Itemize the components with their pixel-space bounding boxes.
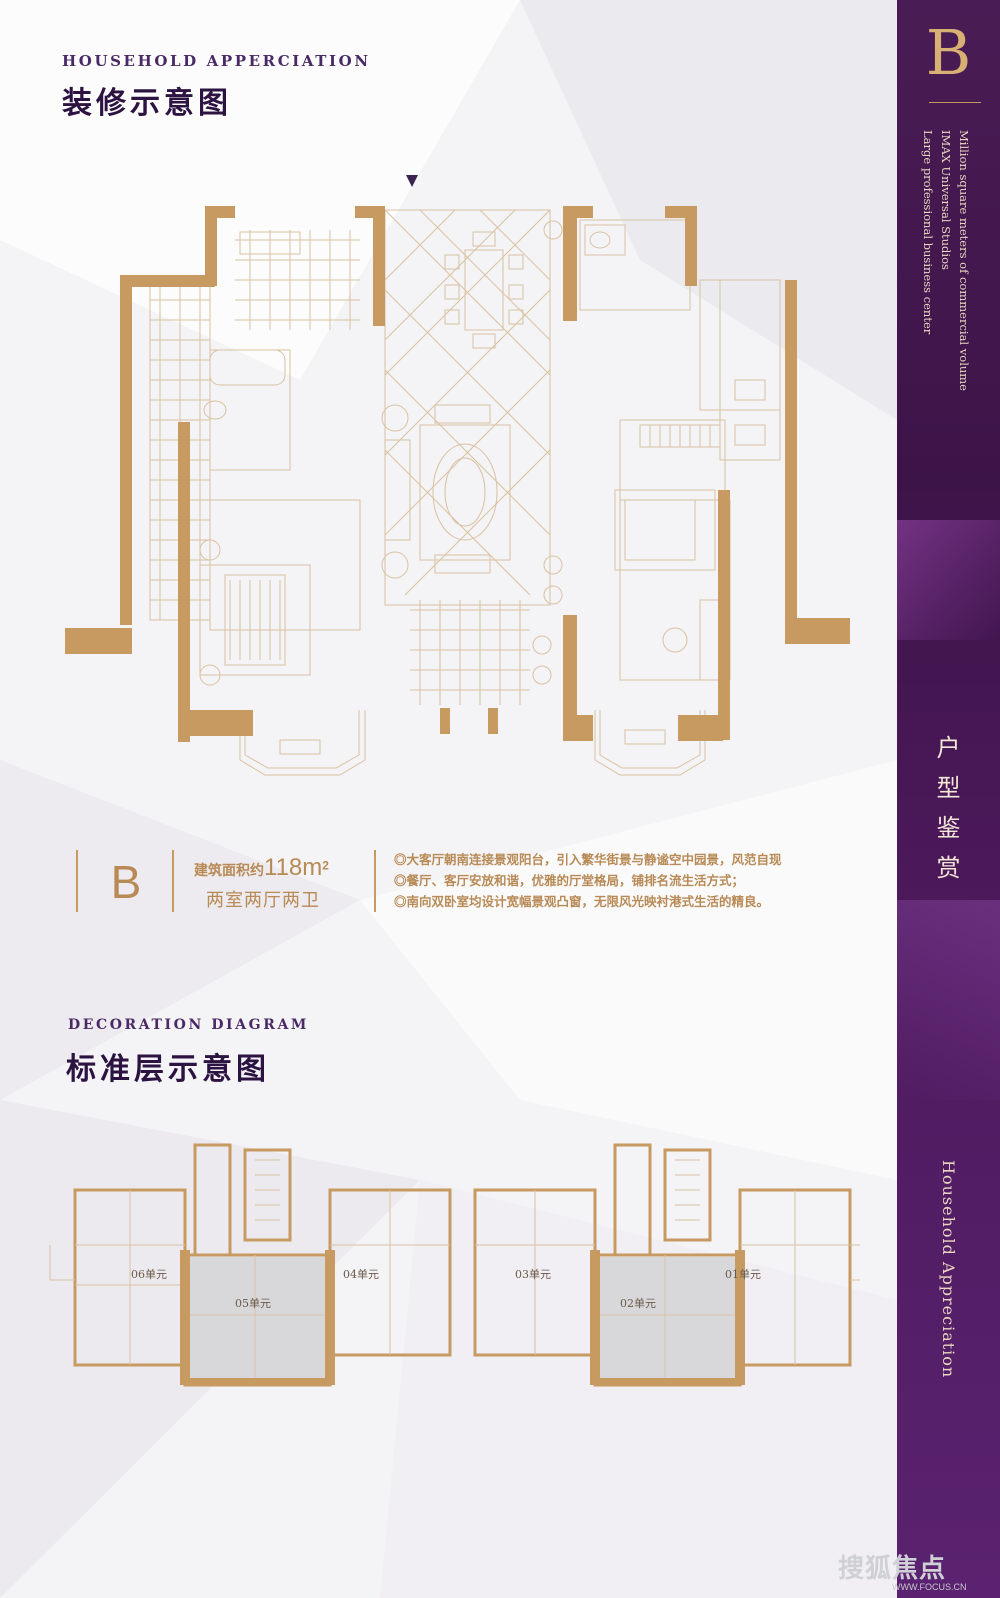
unit-bullets: ◎大客厅朝南连接景观阳台，引入繁华街景与静谧空中园景，风范自现 ◎餐厅、客厅安放… — [394, 850, 782, 913]
divider — [172, 850, 174, 912]
divider — [374, 850, 376, 912]
sidebar-line: IMAX Universal Studios — [939, 130, 953, 270]
sidebar-vertical-text: Million square meters of commercial volu… — [919, 130, 973, 430]
standard-floor-plan: 06单元 05单元 04单元 03单元 02单元 01单元 — [49, 1143, 860, 1387]
sidebar-rule — [929, 102, 981, 103]
unit-area: 建筑面积约118m2 — [194, 854, 329, 882]
sidebar-cn-char: 鉴 — [936, 814, 961, 842]
floor-unit-label: 06单元 — [131, 1268, 167, 1281]
plan-lines — [149, 209, 781, 776]
area-label: 建筑面积约 — [194, 862, 264, 878]
tile-grid — [150, 230, 530, 705]
sidebar-cn-char: 赏 — [936, 854, 961, 882]
area-sup: 2 — [322, 858, 329, 873]
floor-unit-label: 02单元 — [620, 1297, 656, 1310]
unit-floor-plan — [65, 175, 850, 776]
area-value: 118 — [264, 854, 303, 881]
area-unit: m — [302, 854, 323, 881]
bullet-item: ◎南向双卧室均设计宽幅景观凸窗，无限风光映衬港式生活的精良。 — [394, 895, 770, 909]
entrance-arrow — [406, 175, 418, 187]
sidebar: B Million square meters of commercial vo… — [897, 0, 1000, 1598]
sidebar-facet — [897, 900, 1000, 1100]
sidebar-cn-label: 户 型 鉴 赏 — [897, 728, 1000, 888]
sidebar-en-label: Household Appreciation — [939, 1160, 958, 1379]
unit-letter: B — [110, 856, 142, 908]
section2-en-title: DECORATION DIAGRAM — [68, 1017, 310, 1033]
sidebar-line: Million square meters of commercial volu… — [957, 130, 971, 391]
highlight-units — [187, 1257, 738, 1383]
section2-cn-title: 标准层示意图 — [66, 1052, 270, 1087]
unit-rooms: 两室两厅两卫 — [206, 890, 320, 910]
sidebar-cn-char: 型 — [936, 774, 961, 802]
divider — [76, 850, 78, 912]
floor-diamond-pattern — [384, 209, 551, 596]
watermark-logo: 搜狐焦点 — [838, 1553, 947, 1583]
floor-unit-label: 05单元 — [235, 1297, 271, 1310]
watermark-url: WWW.FOCUS.CN — [892, 1582, 967, 1592]
header-cn-title: 装修示意图 — [62, 86, 232, 121]
floor-unit-label: 04单元 — [343, 1268, 379, 1281]
floor-unit-label: 01单元 — [725, 1268, 761, 1281]
sidebar-line: Large professional business center — [921, 130, 935, 335]
bullet-item: ◎大客厅朝南连接景观阳台，引入繁华街景与静谧空中园景，风范自现 — [394, 853, 782, 867]
sidebar-facet — [897, 520, 1000, 640]
floor-unit-label: 03单元 — [515, 1268, 551, 1281]
header-en-title: HOUSEHOLD APPERCIATION — [62, 52, 371, 70]
unit-info: B 建筑面积约118m2 两室两厅两卫 ◎大客厅朝南连接景观阳台，引入繁华街景与… — [76, 850, 856, 912]
sidebar-cn-char: 户 — [936, 734, 961, 762]
bullet-item: ◎餐厅、客厅安放和谐，优雅的厅堂格局，铺排名流生活方式； — [394, 874, 745, 888]
sidebar-unit-letter: B — [925, 16, 972, 89]
plan-walls — [65, 206, 850, 742]
